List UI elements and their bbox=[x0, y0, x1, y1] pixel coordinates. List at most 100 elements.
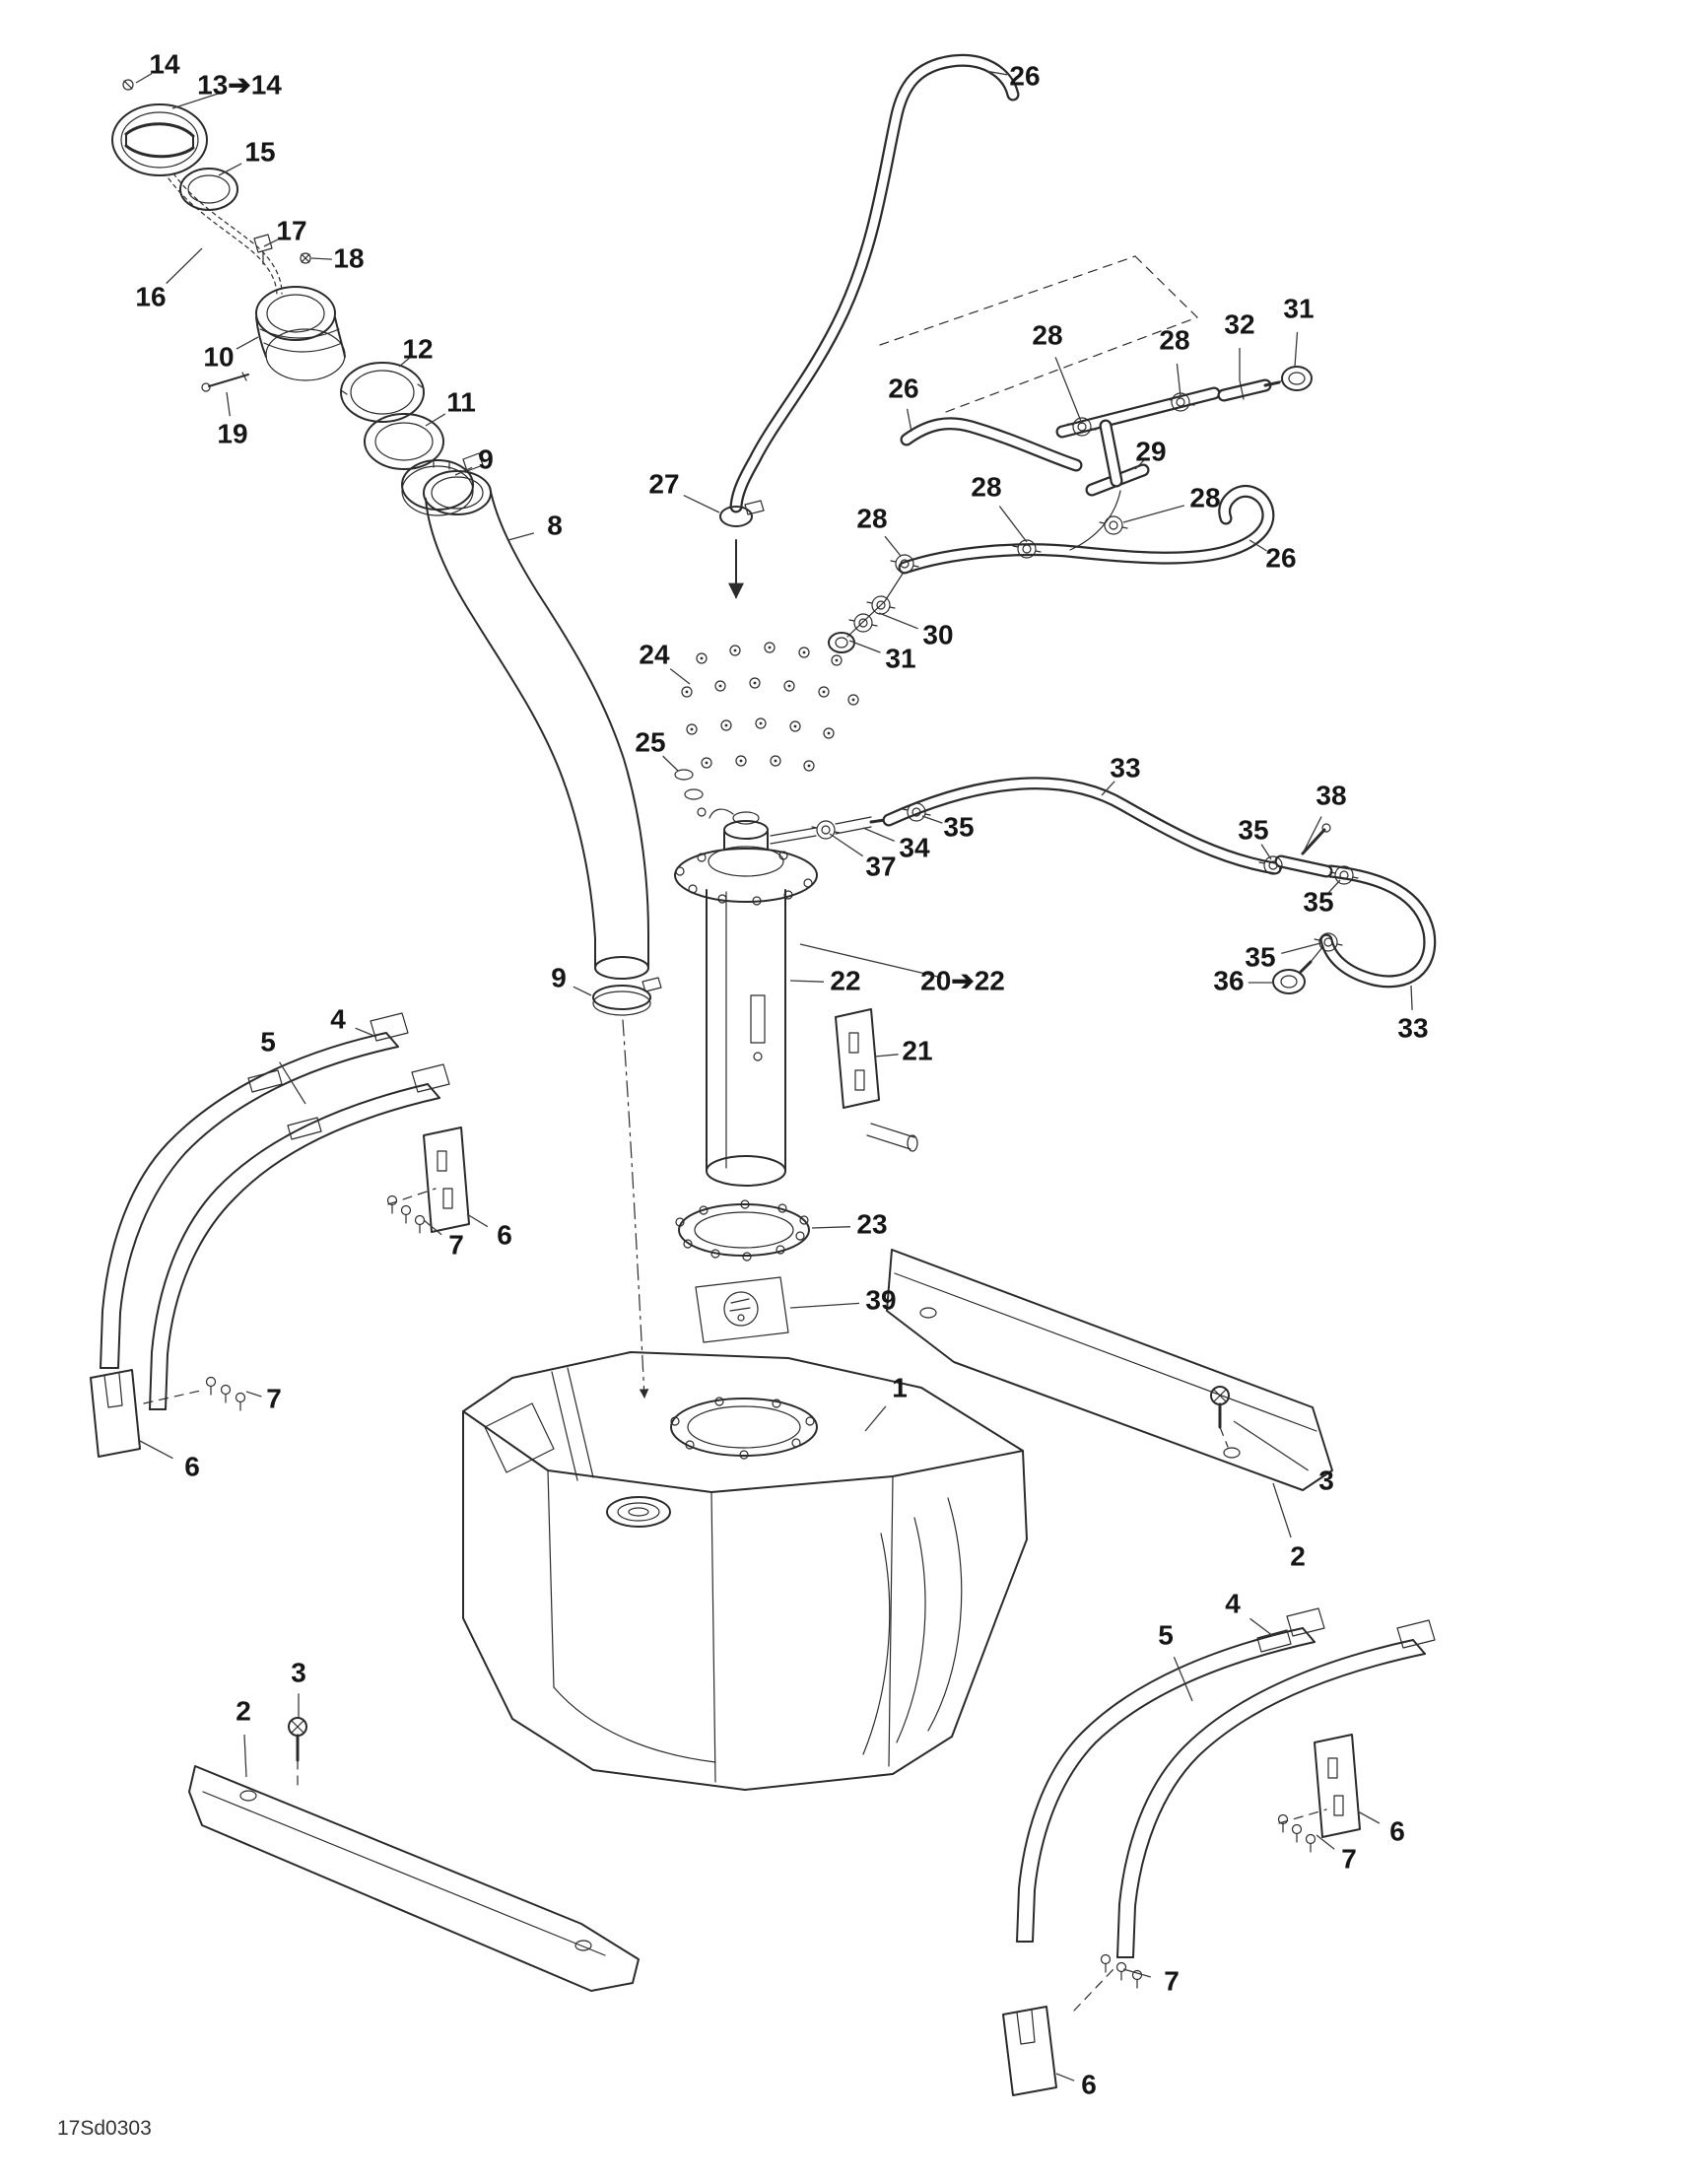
leader-line-5 bbox=[279, 1061, 306, 1105]
fuel-filler-cap-13 bbox=[111, 103, 208, 176]
callout-56-part-5: 5 bbox=[1158, 1619, 1174, 1650]
leader-line-5 bbox=[1173, 1657, 1193, 1702]
return-hose-33 bbox=[882, 777, 1437, 989]
callout-9-part-19: 19 bbox=[217, 418, 247, 448]
leader-line-4 bbox=[1249, 1617, 1274, 1637]
mounting-screws-24 bbox=[681, 642, 859, 772]
callout-18-part-29: 29 bbox=[1135, 436, 1166, 466]
leader-line-6 bbox=[1055, 2073, 1075, 2082]
leader-line-25 bbox=[662, 755, 679, 772]
leader-line-37 bbox=[829, 833, 864, 857]
leader-line-6 bbox=[466, 1213, 489, 1228]
shutoff-valve-38 bbox=[1274, 823, 1333, 878]
callout-45-part-7: 7 bbox=[448, 1229, 464, 1260]
leader-line-18 bbox=[310, 257, 332, 260]
leader-line-16 bbox=[166, 247, 203, 285]
leader-line-34 bbox=[862, 827, 895, 842]
leader-line-24 bbox=[669, 668, 691, 685]
screws-7-bottom bbox=[1100, 1953, 1143, 1989]
callout-54-part-3: 3 bbox=[291, 1657, 306, 1687]
callout-55-part-4: 4 bbox=[1225, 1588, 1241, 1618]
leader-line-13➔14 bbox=[171, 93, 220, 109]
rail-screw-3-right bbox=[1210, 1386, 1230, 1448]
gasket-ring-23 bbox=[675, 1199, 810, 1262]
callout-46-part-6: 6 bbox=[497, 1219, 512, 1250]
leader-line-2 bbox=[1272, 1482, 1292, 1538]
fuel-tank-1 bbox=[462, 1351, 1028, 1791]
hose-clamp-27 bbox=[719, 500, 765, 527]
leader-line-15 bbox=[218, 163, 242, 176]
cap-fitting-31-lower bbox=[828, 632, 855, 653]
support-rail-2-left bbox=[188, 1765, 640, 1992]
callout-15-part-32: 32 bbox=[1224, 308, 1254, 339]
bracket-21 bbox=[835, 1008, 918, 1152]
callout-8-part-11: 11 bbox=[446, 386, 476, 417]
callout-35-part-35: 35 bbox=[1245, 941, 1275, 972]
strap-4-left bbox=[100, 1012, 409, 1369]
callout-1-part-13➔14: 13➔14 bbox=[197, 69, 282, 100]
callout-17-part-26: 26 bbox=[888, 373, 918, 403]
callout-32-part-35: 35 bbox=[1238, 814, 1268, 845]
leader-line-21 bbox=[874, 1054, 899, 1058]
strap-5-left bbox=[149, 1063, 450, 1410]
callout-28-part-33: 33 bbox=[1110, 752, 1140, 783]
leader-line-7 bbox=[423, 1219, 442, 1236]
leader-line-10 bbox=[236, 336, 259, 350]
leader-line-35 bbox=[1260, 844, 1272, 860]
cap-fitting-31-upper bbox=[1278, 366, 1313, 391]
callout-20-part-28: 28 bbox=[1189, 482, 1220, 512]
rail-screw-3-left bbox=[288, 1717, 307, 1787]
vent-hose-26-top bbox=[729, 53, 1020, 513]
leader-line-12 bbox=[398, 357, 410, 368]
leader-line-6 bbox=[1357, 1810, 1381, 1824]
leader-line-7 bbox=[1122, 1968, 1151, 1978]
leader-line-38 bbox=[1302, 816, 1322, 854]
leader-line-26 bbox=[1248, 539, 1267, 552]
pump-flange bbox=[674, 808, 818, 906]
callout-10-part-9: 9 bbox=[478, 444, 494, 474]
callout-3-part-17: 17 bbox=[276, 215, 306, 245]
callout-19-part-28: 28 bbox=[971, 471, 1001, 502]
callout-23-part-26: 26 bbox=[1265, 542, 1296, 573]
leader-line-28 bbox=[1176, 363, 1181, 397]
inline-fitting-30-31 bbox=[846, 573, 904, 638]
leader-line-7 bbox=[1316, 1834, 1335, 1850]
callout-50-part-1: 1 bbox=[892, 1372, 908, 1402]
callout-7-part-12: 12 bbox=[402, 333, 433, 364]
callout-59-part-7: 7 bbox=[1164, 1965, 1180, 1996]
callout-37-part-33: 33 bbox=[1397, 1012, 1428, 1043]
washers-25 bbox=[674, 769, 707, 817]
leader-line-27 bbox=[683, 495, 720, 513]
callout-38-part-9: 9 bbox=[551, 962, 567, 992]
leader-line-11 bbox=[425, 413, 446, 427]
leader-line-28 bbox=[1054, 357, 1083, 425]
bracket-6-bottom bbox=[1002, 1968, 1114, 2096]
callout-52-part-2: 2 bbox=[1290, 1540, 1306, 1571]
fuel-hose-26-upper bbox=[900, 417, 1083, 472]
drawing-code: 17Sd0303 bbox=[57, 2117, 152, 2140]
callout-21-part-27: 27 bbox=[648, 468, 679, 499]
callout-40-part-20➔22: 20➔22 bbox=[920, 965, 1005, 995]
leader-line-9 bbox=[454, 466, 473, 476]
leader-line-22 bbox=[789, 980, 825, 983]
callout-13-part-28: 28 bbox=[1032, 319, 1062, 350]
callout-26-part-24: 24 bbox=[639, 639, 670, 669]
callout-14-part-28: 28 bbox=[1159, 324, 1189, 355]
bracket-6-mid bbox=[423, 1126, 470, 1233]
leader-line-9 bbox=[573, 986, 592, 996]
leader-line-28 bbox=[1122, 505, 1184, 523]
callout-42-part-5: 5 bbox=[260, 1026, 276, 1057]
neck-gasket-11 bbox=[364, 413, 444, 470]
leader-line-26 bbox=[906, 408, 912, 433]
leader-line-2 bbox=[243, 1734, 247, 1778]
fuel-pipe-upper bbox=[1055, 386, 1221, 439]
callout-24-part-30: 30 bbox=[922, 619, 953, 649]
callout-36-part-36: 36 bbox=[1213, 965, 1244, 995]
leader-line-35 bbox=[1327, 879, 1341, 894]
callout-33-part-37: 37 bbox=[865, 851, 896, 881]
callout-41-part-21: 21 bbox=[902, 1035, 932, 1065]
leader-line-6 bbox=[139, 1440, 173, 1460]
neck-pin-19 bbox=[201, 372, 249, 392]
callout-0-part-14: 14 bbox=[149, 48, 180, 79]
